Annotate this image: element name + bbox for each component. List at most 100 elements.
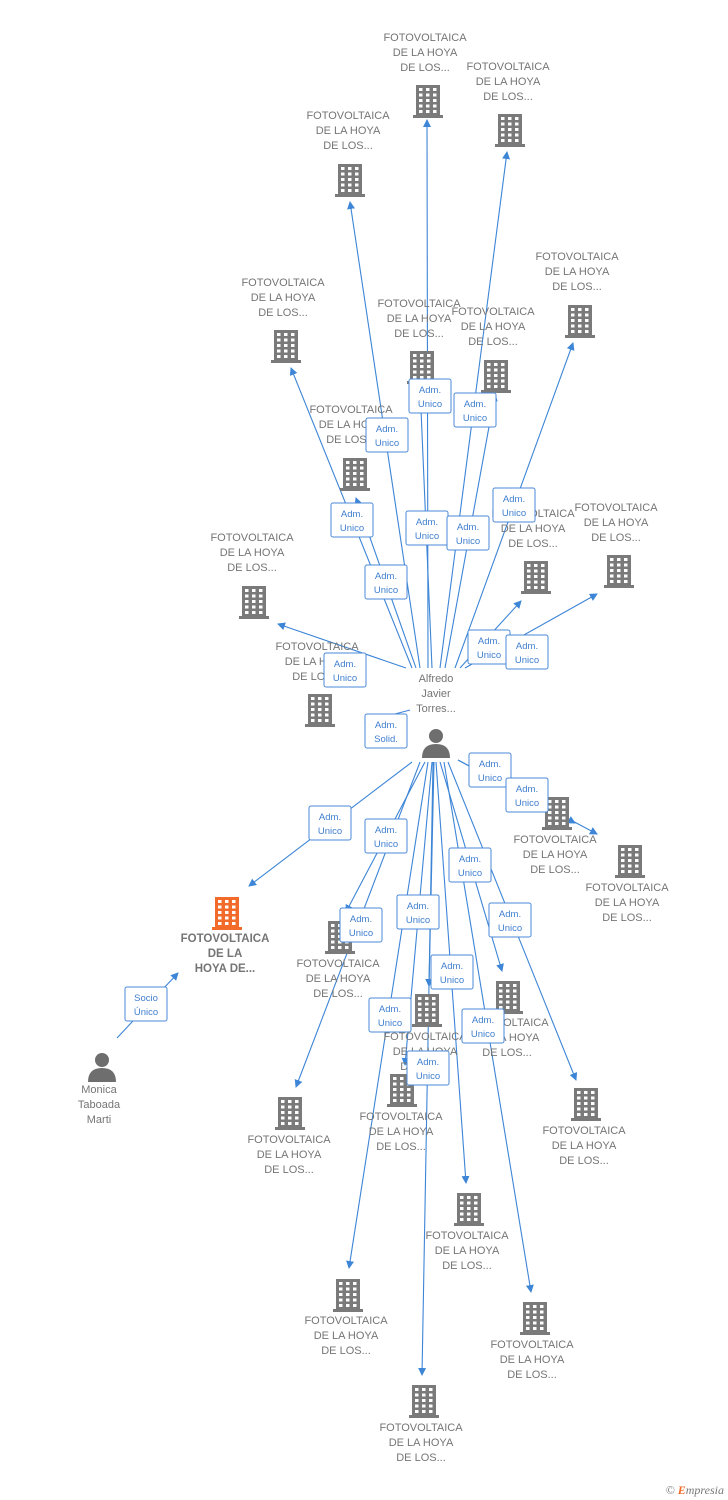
role-box-frame (364, 564, 408, 600)
building-window (501, 128, 505, 131)
building-window (429, 1393, 433, 1397)
building-window (420, 376, 424, 379)
building-window (218, 900, 222, 903)
role-badge-c23[interactable]: Adm.Unico (406, 1050, 450, 1086)
building-window (331, 946, 335, 949)
role-badge-c22[interactable]: Adm.Unico (461, 1008, 505, 1044)
role-badge-c7[interactable]: Adm.Unico (446, 515, 490, 551)
company-label-line: FOTOVOLTAICA (309, 404, 393, 416)
company-label-line: DE LA HOYA (306, 973, 371, 985)
building-window (534, 564, 538, 567)
building-window (515, 139, 519, 142)
role-badge-c12[interactable]: Adm.Solid. (364, 713, 408, 749)
role-badge-c17[interactable]: Adm.Unico (339, 907, 383, 943)
role-badge-c6[interactable]: Adm.Unico (405, 510, 449, 546)
person-icon (88, 1053, 116, 1082)
role-badge-c10[interactable]: Adm.Unico (505, 634, 549, 670)
building-window (338, 940, 342, 944)
role-badge-c1[interactable]: Adm.Unico (408, 378, 452, 414)
role-badge-c24[interactable]: Adm.Unico (396, 894, 440, 930)
building-window (318, 708, 322, 711)
role-badge-c4[interactable]: Adm.Unico (330, 502, 374, 538)
role-badge-c20[interactable]: Adm.Unico (430, 954, 474, 990)
building-window (474, 1218, 478, 1221)
role-badge-c3[interactable]: Adm.Unico (365, 417, 409, 453)
building-window (426, 104, 430, 108)
building-window (339, 1287, 343, 1291)
role-badge-c21[interactable]: Adm.Unico (368, 997, 412, 1033)
role-badge-c15[interactable]: Adm.Unico (364, 818, 408, 854)
role-badge-c8[interactable]: Adm.Unico (364, 564, 408, 600)
role-badge-main-company[interactable]: Adm.Unico (308, 805, 352, 841)
role-text: Unico (515, 798, 539, 809)
role-badge-c2[interactable]: Adm.Unico (453, 392, 497, 428)
building-window (501, 374, 505, 377)
role-badge-c5[interactable]: Adm.Unico (492, 487, 536, 523)
building-window (318, 719, 322, 722)
role-badge-c14[interactable]: Adm.Unico (505, 777, 549, 813)
building-window (508, 117, 512, 120)
role-badge-c13[interactable]: Adm.Unico (468, 752, 512, 788)
role-badge-c11[interactable]: Adm.Unico (323, 652, 367, 688)
building-window (360, 477, 364, 481)
company-label-line: DE LOS... (321, 1345, 371, 1357)
copyright-credit[interactable]: © Empresia (666, 1483, 724, 1498)
role-badge-c19[interactable]: Adm.Unico (488, 902, 532, 938)
building-window (245, 589, 249, 592)
building-window (288, 1100, 292, 1103)
role-badge-c9[interactable]: Adm.Unico (467, 629, 511, 665)
building-window (540, 1305, 544, 1308)
building-window (621, 853, 625, 857)
role-badge-c16[interactable]: Adm.Unico (448, 847, 492, 883)
building-window (232, 900, 236, 903)
building-window (426, 93, 430, 97)
building-window (635, 859, 639, 862)
